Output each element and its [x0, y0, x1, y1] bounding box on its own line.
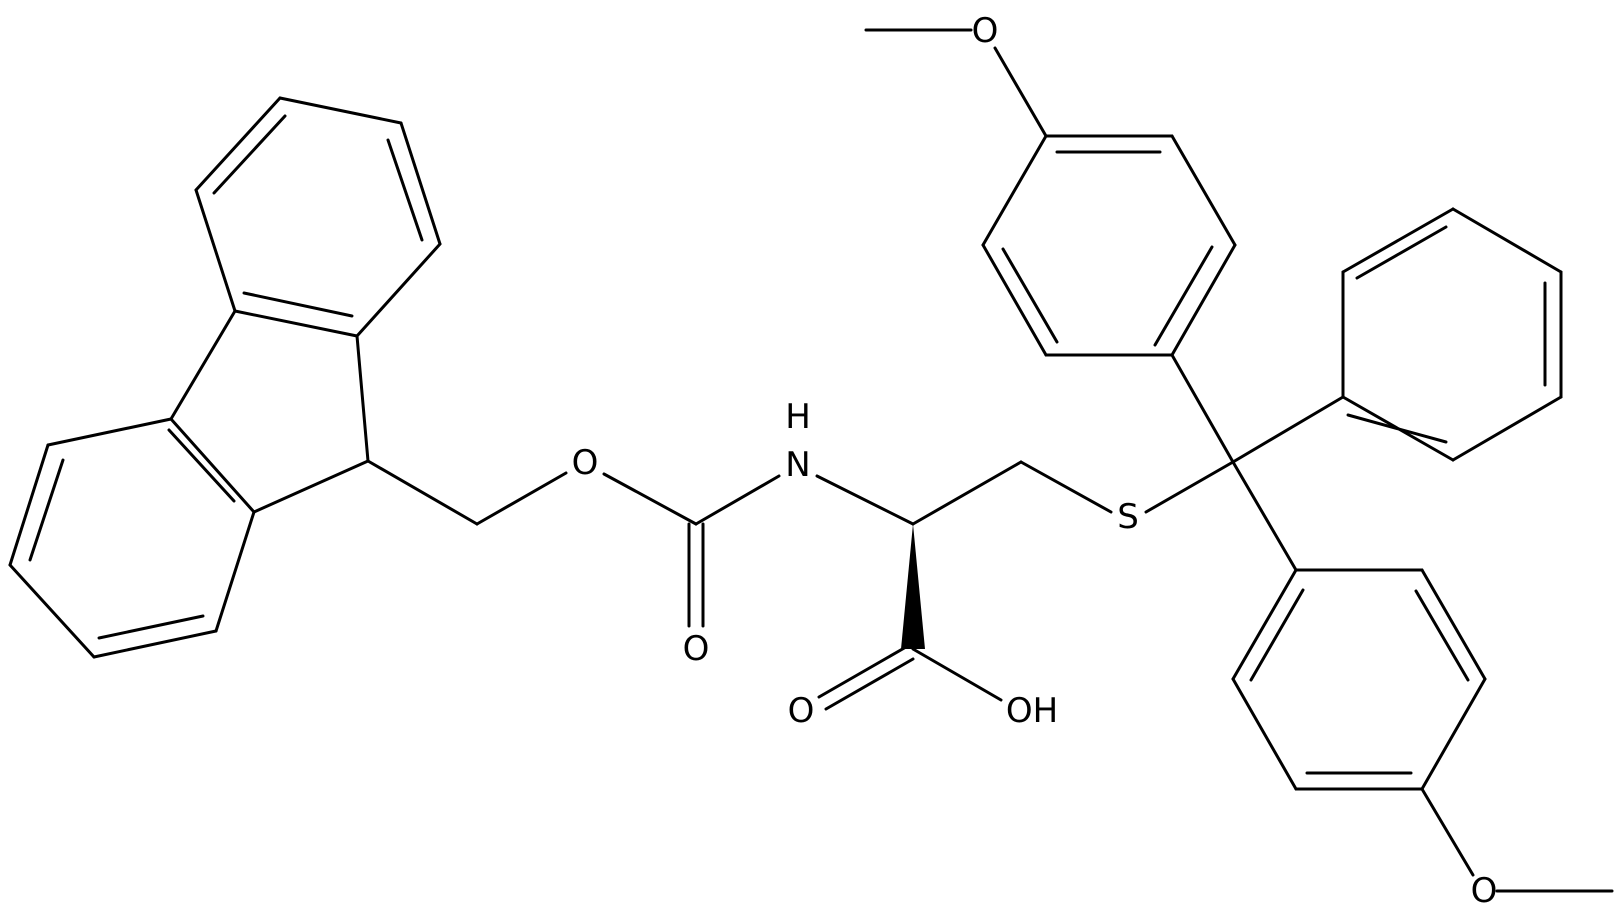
atom-labels: O H N O S O O OH O [572, 11, 1498, 911]
amine-hydrogen: H [785, 397, 811, 437]
hydroxyl-group: OH [1006, 691, 1058, 731]
wedge-bond [901, 524, 925, 649]
trityl-group [864, 28, 1614, 893]
carbamate-carbonyl-oxygen: O [683, 629, 710, 669]
ester-oxygen: O [572, 443, 599, 483]
sulfur-atom: S [1117, 497, 1139, 537]
backbone [602, 460, 1235, 711]
methoxy-oxygen-bottom: O [1471, 871, 1498, 911]
methoxy-oxygen-top: O [972, 11, 999, 51]
amine-nitrogen: N [785, 445, 810, 485]
fluorene-group [8, 96, 568, 659]
acid-carbonyl-oxygen: O [788, 691, 815, 731]
